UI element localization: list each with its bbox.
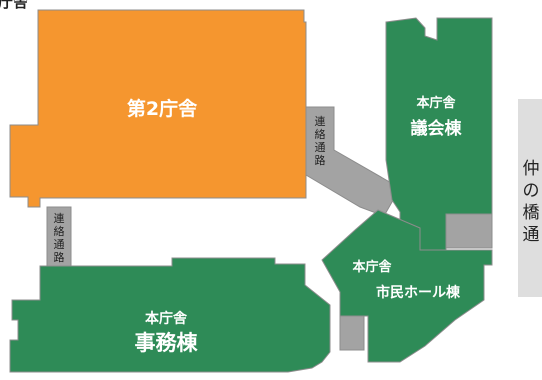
building-jimu-label: 事務棟: [135, 331, 199, 355]
building-shimin-prefix: 本庁舎: [352, 259, 392, 275]
corridor-char: 連: [54, 211, 65, 225]
corridor-upper[interactable]: [305, 106, 401, 217]
building-second-label: 第2庁舎: [127, 97, 198, 120]
building-jimu[interactable]: [9, 257, 331, 373]
corridor-left-label: 連 絡 通 路: [54, 211, 65, 264]
corridor-char: 連: [315, 114, 326, 128]
corridor-char: 路: [315, 154, 326, 167]
street-char: の: [523, 181, 540, 201]
street-bar: [518, 99, 542, 297]
corridor-char: 通: [315, 141, 326, 154]
street-label: 仲 の 橋 通: [523, 159, 540, 245]
building-shimin-label: 市民ホール棟: [376, 284, 461, 301]
street-char: 仲: [523, 159, 540, 179]
corridor-char: 路: [54, 251, 65, 264]
corridor-char: 通: [54, 238, 65, 251]
connector-gikai: [445, 213, 493, 249]
building-jimu-prefix: 本庁舎: [145, 310, 188, 327]
street-char: 橋: [523, 203, 540, 223]
building-second[interactable]: [9, 9, 307, 208]
corridor-char: 絡: [54, 224, 65, 238]
top-partial-label: 庁舎: [0, 0, 29, 11]
building-shimin[interactable]: [321, 209, 493, 363]
corridor-left[interactable]: [46, 206, 72, 268]
building-gikai-label: 議会棟: [411, 118, 463, 139]
connector-jimu: [339, 315, 365, 351]
building-gikai-prefix: 本庁舎: [416, 95, 456, 111]
corridor-upper-label: 連 絡 通 路: [315, 114, 326, 167]
building-gikai[interactable]: [385, 17, 493, 251]
street-char: 通: [523, 225, 540, 245]
corridor-char: 絡: [315, 127, 326, 141]
